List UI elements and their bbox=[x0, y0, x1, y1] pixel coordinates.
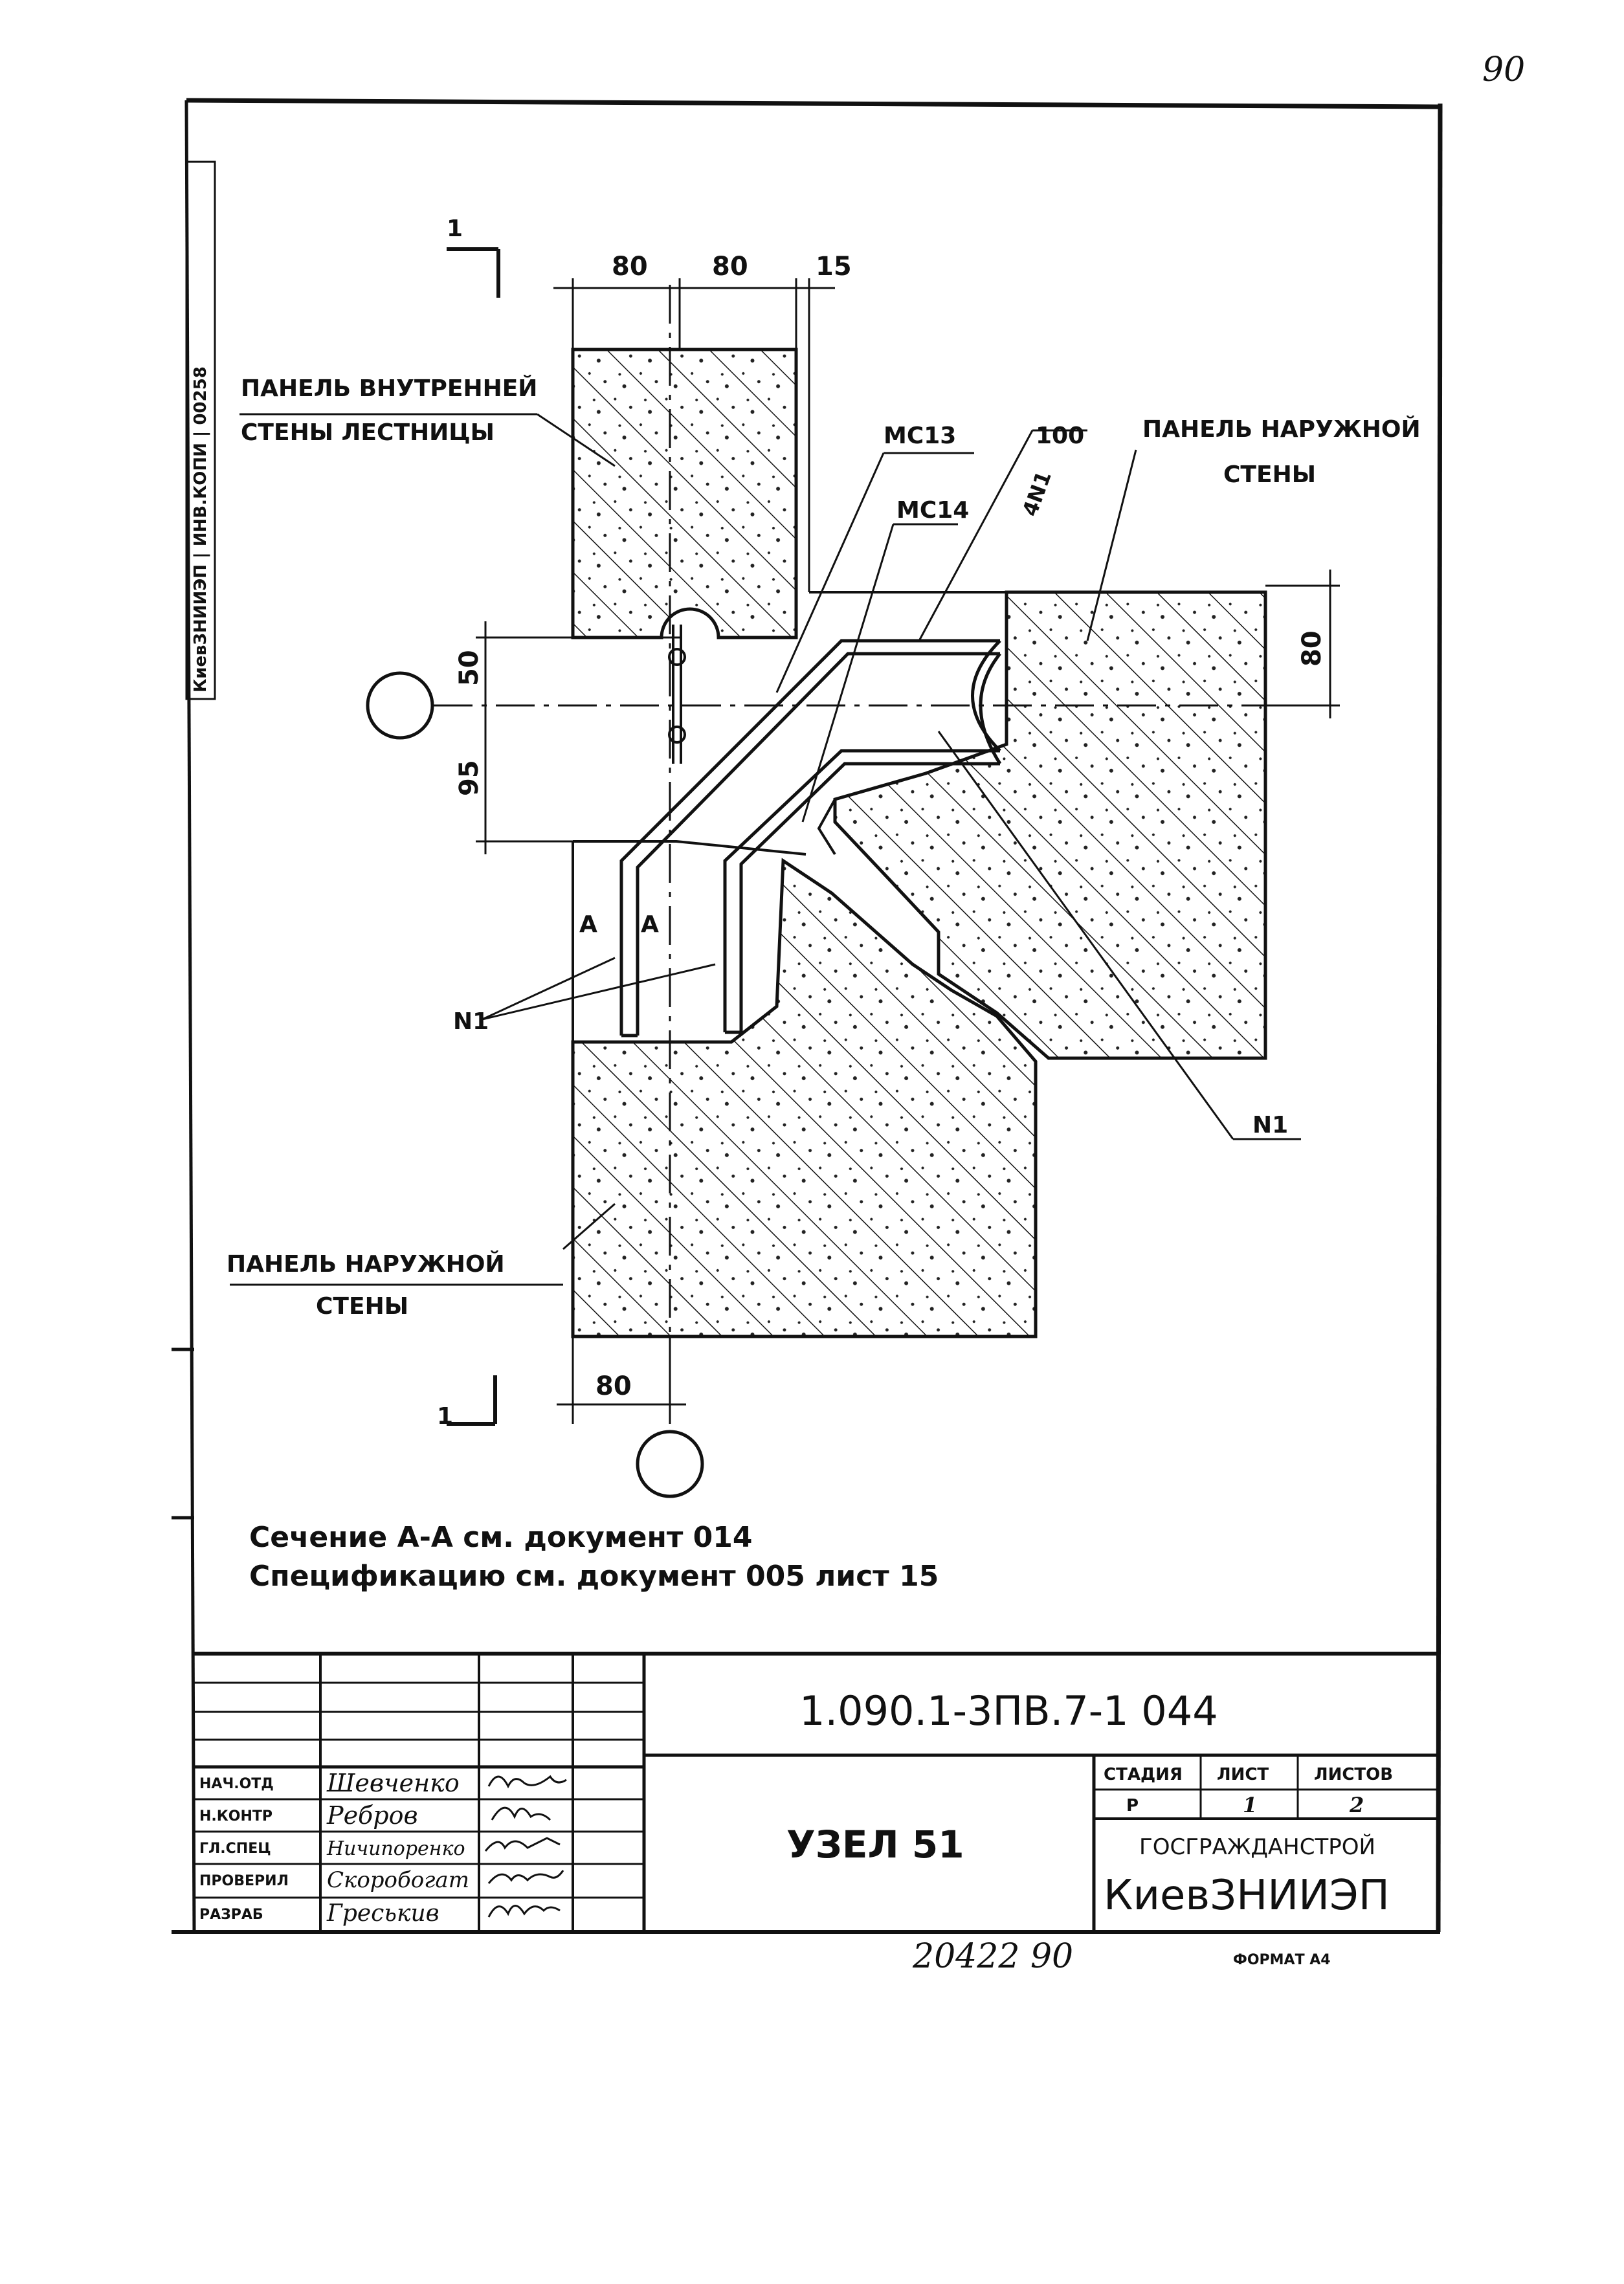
drawing-title: УЗЕЛ 51 bbox=[786, 1823, 964, 1867]
role-5: РАЗРАБ bbox=[199, 1907, 263, 1923]
label-n1-right: N1 bbox=[1252, 1112, 1288, 1138]
label-section-1-bottom: 1 bbox=[437, 1403, 453, 1430]
label-outer-wall-bottom-1: ПАНЕЛЬ НАРУЖНОЙ bbox=[227, 1250, 505, 1278]
name-4: Скоробогат bbox=[327, 1867, 469, 1893]
dim-top-80-left: 80 bbox=[612, 252, 648, 282]
dim-left-95: 95 bbox=[454, 760, 484, 796]
section-mark-top bbox=[447, 247, 500, 298]
sheet-value: 1 bbox=[1243, 1793, 1257, 1817]
dimension-lines bbox=[476, 278, 1340, 1424]
role-4: ПРОВЕРИЛ bbox=[199, 1873, 289, 1889]
label-outer-wall-top-2: СТЕНЫ bbox=[1223, 461, 1316, 488]
note-section: Сечение А-А см. документ 014 bbox=[249, 1521, 753, 1554]
panel-outer-wall-bottom bbox=[571, 858, 1038, 1338]
org-line-1: ГОСГРАЖДАНСТРОЙ bbox=[1139, 1834, 1375, 1860]
sheet-number: 90 bbox=[1482, 50, 1525, 89]
sheets-header: ЛИСТОВ bbox=[1314, 1765, 1393, 1784]
label-section-1-top: 1 bbox=[447, 216, 463, 242]
leader-lines bbox=[230, 413, 1301, 1286]
doc-code: 1.090.1-3ПВ.7-1 044 bbox=[799, 1687, 1218, 1735]
drawing-frame bbox=[172, 98, 1443, 1934]
label-outer-wall-top-1: ПАНЕЛЬ НАРУЖНОЙ bbox=[1142, 416, 1421, 443]
axis-bubble-vertical bbox=[636, 1430, 704, 1498]
role-2: Н.КОНТР bbox=[199, 1808, 273, 1824]
panel-inner-stair-wall bbox=[571, 348, 798, 639]
dim-right-80: 80 bbox=[1297, 630, 1327, 667]
label-section-a-left: А bbox=[579, 911, 597, 938]
dim-top-15: 15 bbox=[816, 252, 852, 282]
org-line-2: КиевЗНИИЭП bbox=[1104, 1872, 1390, 1920]
axis-lines bbox=[434, 285, 1340, 1424]
name-3: Ничипоренко bbox=[326, 1837, 465, 1860]
rebar-loops bbox=[619, 639, 1002, 1037]
margin-stamp bbox=[185, 161, 216, 700]
dim-left-50: 50 bbox=[454, 650, 484, 686]
joint-cavity bbox=[572, 591, 1008, 1042]
inventory-number: 20422 90 bbox=[912, 1937, 1073, 1976]
signatures bbox=[484, 1775, 567, 1918]
label-section-a-right: А bbox=[641, 911, 659, 938]
label-4n1: 4N1 bbox=[1018, 468, 1056, 520]
name-5: Греськив bbox=[326, 1900, 439, 1927]
section-mark-bottom bbox=[447, 1375, 497, 1426]
label-mc13: МС13 bbox=[884, 423, 956, 449]
name-1: Шевченко bbox=[326, 1769, 460, 1797]
role-3: ГЛ.СПЕЦ bbox=[199, 1841, 271, 1857]
label-inner-wall-2: СТЕНЫ ЛЕСТНИЦЫ bbox=[241, 419, 495, 446]
note-specification: Спецификацию см. документ 005 лист 15 bbox=[249, 1560, 939, 1593]
dim-bottom-80: 80 bbox=[595, 1371, 632, 1401]
label-n1-left: N1 bbox=[453, 1008, 489, 1035]
stage-value: Р bbox=[1126, 1796, 1139, 1815]
axis-bubble-horizontal bbox=[366, 671, 434, 740]
sheet-header: ЛИСТ bbox=[1217, 1765, 1269, 1784]
anchor-bolt bbox=[668, 625, 686, 764]
panel-outer-wall-top bbox=[833, 590, 1267, 1060]
label-inner-wall-1: ПАНЕЛЬ ВНУТРЕННЕЙ bbox=[241, 375, 537, 402]
margin-stamp-text: КиевЗНИИЭП | ИНВ.КОПИ | 00258 bbox=[191, 366, 210, 693]
label-mc14: МС14 bbox=[896, 497, 969, 524]
sheets-value: 2 bbox=[1349, 1793, 1364, 1817]
title-block bbox=[194, 1652, 1438, 1932]
label-100: 100 bbox=[1036, 423, 1084, 449]
stage-header: СТАДИЯ bbox=[1104, 1765, 1183, 1784]
label-outer-wall-bottom-2: СТЕНЫ bbox=[316, 1293, 408, 1320]
sheet-format: ФОРМАТ А4 bbox=[1233, 1952, 1331, 1968]
role-1: НАЧ.ОТД bbox=[199, 1776, 274, 1792]
name-2: Ребров bbox=[326, 1801, 418, 1830]
dim-top-80-right: 80 bbox=[712, 252, 748, 282]
